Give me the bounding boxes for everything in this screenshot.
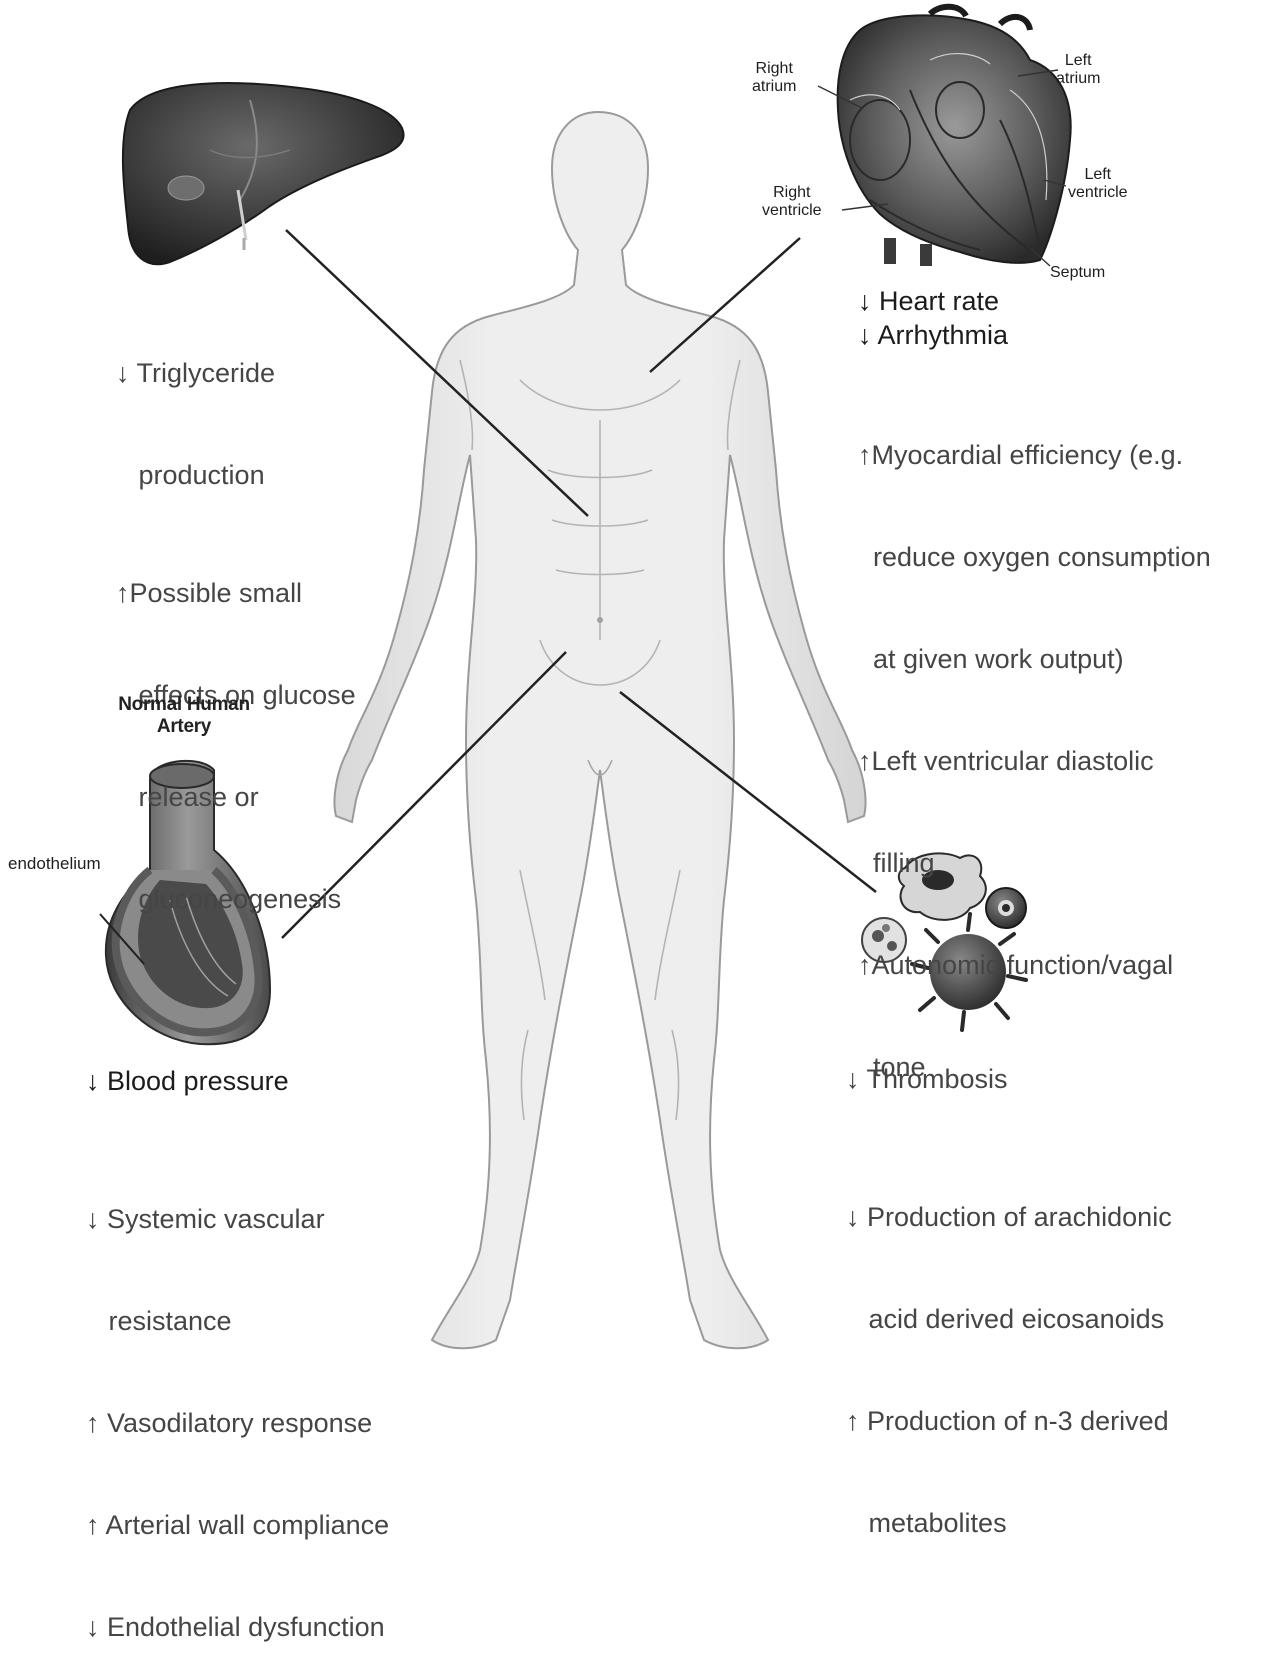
artery-secondary-effects: ↓ Systemic vascular resistance ↑ Vasodil… bbox=[86, 1134, 389, 1678]
liver-effect-line: production bbox=[116, 458, 356, 492]
artery-title: Normal Human Artery bbox=[96, 694, 272, 738]
blood-secondary-line: ↑ Production of n-3 derived bbox=[846, 1404, 1172, 1438]
heart-primary-line: ↓ Arrhythmia bbox=[858, 318, 1008, 352]
artery-secondary-line: resistance bbox=[86, 1304, 389, 1338]
liver-effect-line: release or bbox=[116, 780, 356, 814]
heart-primary-effects: ↓ Heart rate ↓ Arrhythmia bbox=[858, 284, 1008, 352]
liver-effect-line: ↓ Triglyceride bbox=[116, 356, 356, 390]
artery-secondary-line: ↓ Endothelial dysfunction bbox=[86, 1610, 389, 1644]
heart-primary-line: ↓ Heart rate bbox=[858, 284, 1008, 318]
heart-secondary-line: reduce oxygen consumption bbox=[858, 540, 1211, 574]
blood-secondary-effects: ↓ Production of arachidonic acid derived… bbox=[846, 1132, 1172, 1574]
blood-secondary-line: ↓ Production of arachidonic bbox=[846, 1200, 1172, 1234]
heart-secondary-line: ↑Left ventricular diastolic bbox=[858, 744, 1211, 778]
heart-label-left-ventricle: Left ventricle bbox=[1068, 166, 1128, 202]
heart-label-right-ventricle: Right ventricle bbox=[762, 184, 822, 220]
liver-effect-line: ↑Possible small bbox=[116, 576, 356, 610]
heart-secondary-line: filling bbox=[858, 846, 1211, 880]
heart-label-right-atrium: Right atrium bbox=[752, 60, 796, 96]
artery-primary-effect: ↓ Blood pressure bbox=[86, 1064, 289, 1098]
blood-secondary-line: metabolites bbox=[846, 1506, 1172, 1540]
heart-label-left-atrium: Left atrium bbox=[1056, 52, 1100, 88]
liver-effect-line: gluconeogenesis bbox=[116, 882, 356, 916]
heart-secondary-line: ↑Myocardial efficiency (e.g. bbox=[858, 438, 1211, 472]
artery-secondary-line: ↑ Arterial wall compliance bbox=[86, 1508, 389, 1542]
human-body-figure bbox=[335, 112, 866, 1348]
heart-secondary-line: ↑Autonomic function/vagal bbox=[858, 948, 1211, 982]
heart-illustration bbox=[838, 7, 1071, 266]
heart-label-septum: Septum bbox=[1050, 264, 1105, 282]
liver-effects: ↓ Triglyceride production ↑Possible smal… bbox=[116, 288, 356, 950]
blood-secondary-line: acid derived eicosanoids bbox=[846, 1302, 1172, 1336]
heart-secondary-line: at given work output) bbox=[858, 642, 1211, 676]
blood-primary-effect: ↓ Thrombosis bbox=[846, 1062, 1008, 1096]
endothelium-label: endothelium bbox=[8, 854, 101, 873]
liver-illustration bbox=[123, 83, 404, 264]
heart-secondary-effects: ↑Myocardial efficiency (e.g. reduce oxyg… bbox=[858, 370, 1211, 1118]
artery-secondary-line: ↑ Vasodilatory response bbox=[86, 1406, 389, 1440]
artery-secondary-line: ↓ Systemic vascular bbox=[86, 1202, 389, 1236]
